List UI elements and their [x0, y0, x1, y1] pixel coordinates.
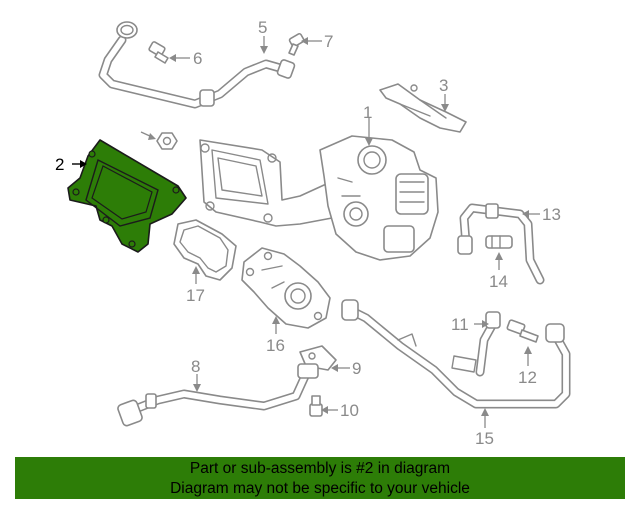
parts-diagram: 1 2 3 5 6 7 8 9 10 11 12 13 14 15 16 17 [55, 18, 571, 448]
part-5-coolant-tube[interactable] [98, 21, 296, 109]
callout-10: 10 [340, 401, 359, 420]
callout-11: 11 [451, 315, 469, 334]
callout-15: 15 [475, 429, 494, 448]
callout-12: 12 [518, 368, 537, 387]
part-12-bolt[interactable] [506, 319, 539, 343]
callout-9: 9 [352, 359, 361, 378]
part-10-bolt[interactable] [309, 395, 323, 417]
callout-1: 1 [363, 103, 372, 122]
part-13-tube[interactable] [457, 203, 545, 285]
part-14-connector[interactable] [485, 235, 513, 249]
notice-part-number: Part or sub-assembly is #2 in diagram [189, 460, 451, 477]
notice-disclaimer: Diagram may not be specific to your vehi… [170, 480, 470, 497]
part-8-hose[interactable] [117, 363, 319, 427]
callout-3: 3 [439, 76, 448, 95]
callout-16: 16 [266, 336, 285, 355]
diagram-notice-banner: Part or sub-assembly is #2 in diagram Di… [15, 457, 625, 499]
part-16-thermostat-housing[interactable] [241, 247, 331, 329]
callout-8: 8 [191, 357, 200, 376]
callout-labels: 1 2 3 5 6 7 8 9 10 11 12 13 14 15 16 17 [55, 18, 561, 448]
leader-lines [72, 36, 540, 428]
part-15-coolant-tube[interactable] [341, 299, 571, 409]
part-11-hose[interactable] [475, 311, 501, 377]
callout-7: 7 [324, 32, 333, 51]
part-6-bolt[interactable] [148, 41, 169, 64]
part-7-bolt[interactable] [288, 32, 305, 56]
callout-2: 2 [55, 155, 64, 174]
part-17-gasket[interactable] [173, 219, 237, 281]
part-3-bracket[interactable] [379, 83, 467, 133]
callout-5: 5 [258, 18, 267, 37]
part-4-nut[interactable] [156, 132, 178, 150]
part-2-gasket[interactable] [67, 139, 187, 253]
callout-14: 14 [489, 272, 508, 291]
callout-6: 6 [193, 49, 202, 68]
callout-13: 13 [542, 205, 561, 224]
part-1-egr-valve-assembly[interactable] [199, 135, 439, 261]
callout-17: 17 [186, 286, 205, 305]
